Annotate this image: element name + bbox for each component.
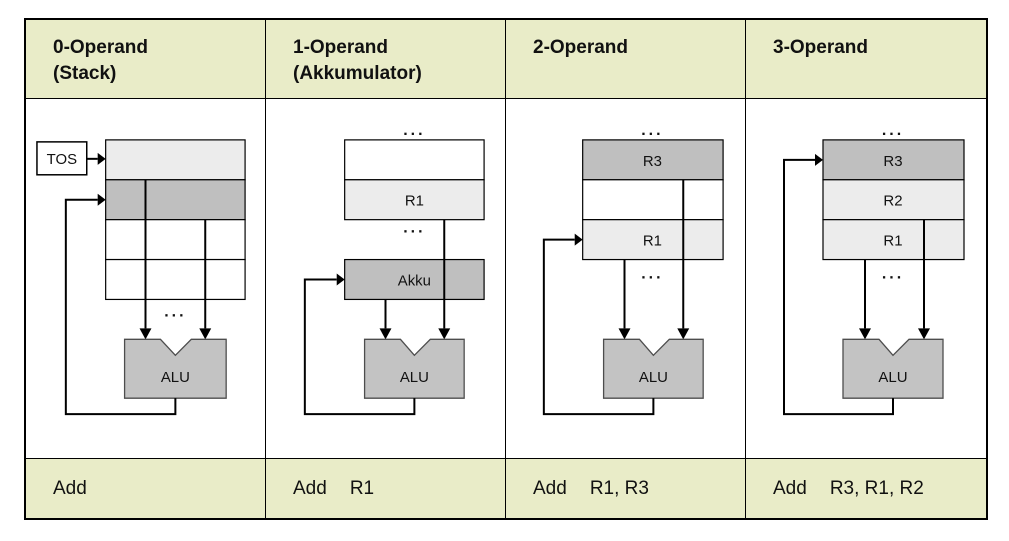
result-feedback-wire (64, 198, 177, 416)
alu-box (123, 338, 227, 399)
header-subtitle: (Akkumulator) (293, 63, 422, 84)
stack-cell-top (105, 139, 246, 181)
akku-box (344, 258, 485, 301)
register-cell-r1 (822, 219, 965, 261)
register-label: R3 (883, 153, 902, 170)
alu-label: ALU (400, 369, 429, 386)
akku-label: Akku (398, 272, 431, 289)
result-feedback-wire (303, 278, 416, 416)
instruction-cell-3-operand: Add R3, R1, R2 (746, 459, 986, 518)
diagram-cell-2-operand: ... R3 R1 ... ALU (506, 99, 746, 459)
instruction-args: R3, R1, R2 (829, 477, 924, 499)
instruction-opcode: Add (773, 477, 807, 499)
alu-box (842, 338, 944, 399)
register-cell-r2 (822, 179, 965, 221)
register-label: R2 (883, 193, 902, 210)
result-feedback-wire (542, 238, 655, 416)
arrowhead-icon (97, 152, 106, 165)
register-cell-r1 (344, 179, 485, 221)
three-operand-architecture-diagram: ... R3 R2 R1 ... ALU (783, 122, 965, 416)
arrowhead-icon (438, 328, 451, 340)
ellipsis-label: ... (641, 265, 663, 282)
two-operand-architecture-diagram: ... R3 R1 ... ALU (542, 122, 724, 416)
register-label: R1 (883, 233, 902, 250)
ellipsis-label: ... (641, 122, 663, 139)
alu-box (602, 338, 704, 399)
arrowhead-icon (379, 328, 392, 340)
instruction-args: R1, R3 (589, 477, 649, 499)
header-cell-1-operand: 1-Operand (Akkumulator) (266, 20, 506, 99)
header-cell-2-operand: 2-Operand (506, 20, 746, 99)
arrowhead-icon (677, 328, 690, 340)
register-label: R1 (643, 233, 662, 250)
header-title: 0-Operand (53, 37, 149, 58)
header-cell-3-operand: 3-Operand (746, 20, 986, 99)
arrowhead-icon (199, 328, 212, 340)
instruction-args: R1 (349, 477, 375, 499)
stack-cell (105, 258, 246, 301)
register-cell-r3 (582, 139, 724, 181)
register-label: R3 (643, 153, 662, 170)
instruction-opcode: Add (293, 477, 327, 499)
instruction-opcode: Add (533, 477, 567, 499)
diagram-cell-stack: TOS ... ALU (26, 99, 266, 459)
stack-cell (105, 219, 246, 261)
alu-label: ALU (639, 369, 668, 386)
header-title: 2-Operand (533, 37, 629, 58)
result-feedback-wire (783, 158, 894, 416)
arrowhead-icon (97, 193, 106, 206)
accumulator-architecture-diagram: ... R1 ... Akku ALU (303, 122, 485, 416)
alu-box (363, 338, 465, 399)
isa-comparison-table: 0-Operand (Stack) 1-Operand (Akkumulator… (24, 18, 988, 520)
instruction-cell-stack: Add (26, 459, 266, 518)
ellipsis-label: ... (882, 122, 904, 139)
ellipsis-label: ... (403, 220, 425, 237)
diagram-cell-3-operand: ... R3 R2 R1 ... ALU (746, 99, 986, 459)
tos-box (36, 141, 88, 176)
alu-label: ALU (161, 369, 190, 386)
header-cell-0-operand: 0-Operand (Stack) (26, 20, 266, 99)
stack-architecture-diagram: TOS ... ALU (36, 139, 246, 416)
register-cell (582, 179, 724, 221)
tos-label: TOS (47, 151, 77, 168)
arrowhead-icon (815, 153, 823, 166)
alu-label: ALU (878, 369, 907, 386)
instruction-cell-2-operand: Add R1, R3 (506, 459, 746, 518)
stack-cell-second (105, 179, 246, 221)
register-label: R1 (405, 193, 424, 210)
arrowhead-icon (618, 328, 631, 340)
ellipsis-label: ... (882, 266, 904, 283)
header-title: 1-Operand (293, 37, 389, 58)
ellipsis-label: ... (403, 122, 425, 139)
diagram-cell-akkumulator: ... R1 ... Akku ALU (266, 99, 506, 459)
arrowhead-icon (859, 328, 871, 340)
register-cell (344, 139, 485, 181)
register-cell-r3 (822, 139, 965, 181)
arrowhead-icon (918, 328, 930, 340)
header-title: 3-Operand (773, 37, 869, 58)
instruction-cell-akkumulator: Add R1 (266, 459, 506, 518)
arrowhead-icon (574, 233, 583, 246)
arrowhead-icon (139, 328, 152, 340)
instruction-opcode: Add (53, 477, 87, 499)
register-cell-r1 (582, 219, 724, 261)
arrowhead-icon (336, 273, 345, 286)
header-subtitle: (Stack) (53, 63, 117, 84)
ellipsis-label: ... (164, 303, 186, 320)
